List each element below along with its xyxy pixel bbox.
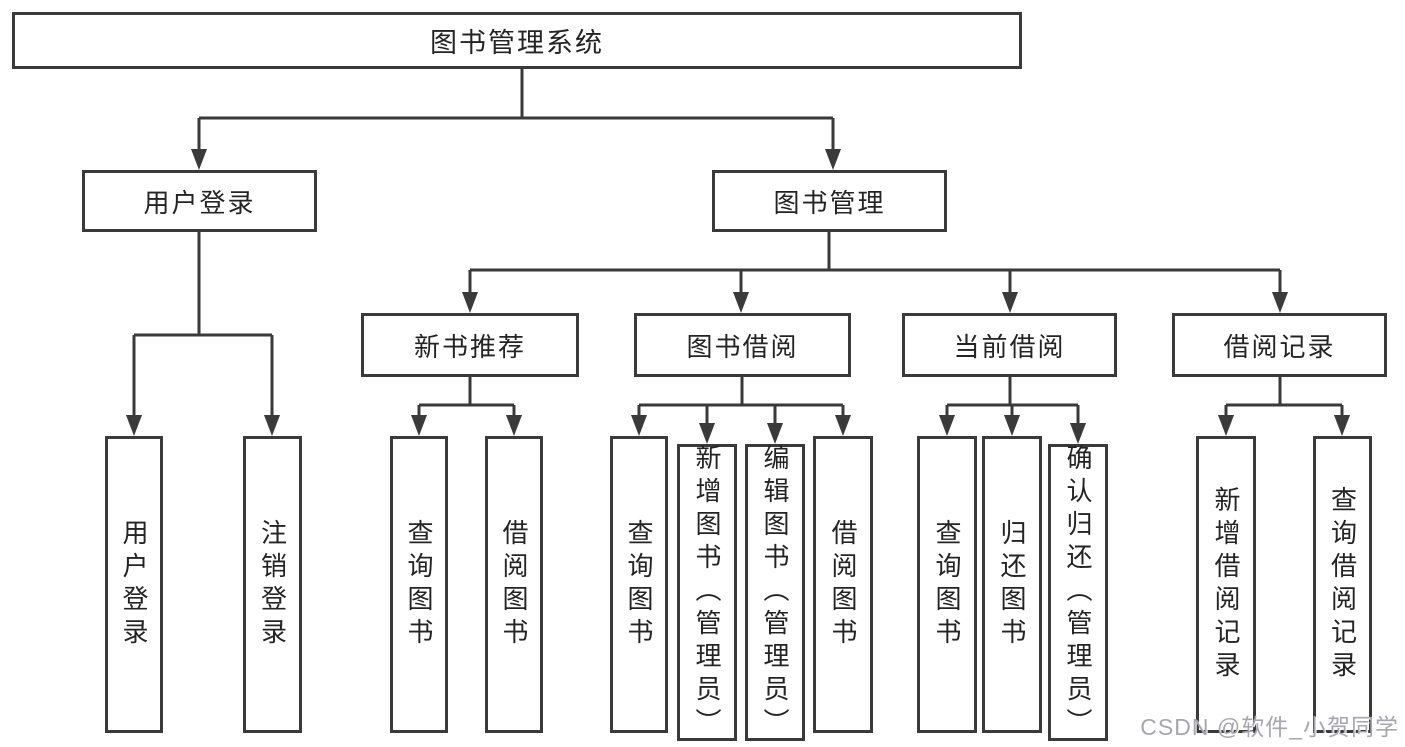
- leaf-label: 编辑图书（管理员）: [760, 444, 790, 741]
- leaf-query-books-recommend: 查询图书: [390, 436, 448, 733]
- arrowhead: [733, 292, 749, 313]
- arrowhead: [1070, 423, 1086, 444]
- edge-borrow-records-children: [1224, 377, 1344, 418]
- leaf-label: 新增借阅记录: [1211, 485, 1241, 684]
- arrowhead: [939, 415, 955, 436]
- edge-new-books-children: [417, 377, 516, 418]
- arrowhead: [835, 415, 851, 436]
- leaf-label: 新增图书（管理员）: [692, 444, 722, 741]
- arrowhead: [1002, 292, 1018, 313]
- arrowhead: [1218, 415, 1234, 436]
- edge-current-borrow-children: [945, 377, 1080, 426]
- csdn-watermark: CSDN @软件_小贺同学: [1140, 714, 1399, 740]
- leaf-label: 借阅图书: [828, 518, 858, 651]
- leaf-add-books-admin: 新增图书（管理员）: [677, 444, 737, 741]
- leaf-label: 查询图书: [404, 518, 434, 651]
- leaf-return-books: 归还图书: [982, 436, 1042, 733]
- node-user-login: 用户登录: [82, 170, 317, 232]
- leaf-query-books-borrowing: 查询图书: [610, 436, 668, 733]
- node-new-book-recommend: 新书推荐: [361, 313, 579, 377]
- arrowhead: [462, 292, 478, 313]
- edge-user-login-children: [132, 232, 274, 418]
- arrowhead: [126, 415, 142, 436]
- arrowhead: [411, 415, 427, 436]
- leaf-borrow-books-recommend: 借阅图书: [485, 436, 543, 733]
- arrowheads: [126, 149, 1350, 444]
- arrowhead: [191, 149, 207, 170]
- node-book-management: 图书管理: [712, 170, 947, 232]
- leaf-add-borrow-record: 新增借阅记录: [1196, 436, 1256, 733]
- edge-book-borrow-children: [637, 377, 845, 426]
- leaf-label: 归还图书: [997, 518, 1027, 651]
- edge-root-to-level2: [197, 68, 835, 152]
- arrowhead: [699, 423, 715, 444]
- arrowhead: [506, 415, 522, 436]
- leaf-label: 注销登录: [257, 518, 288, 651]
- arrowhead: [1334, 415, 1350, 436]
- leaf-query-borrow-record: 查询借阅记录: [1313, 436, 1372, 733]
- arrowhead: [767, 423, 783, 444]
- leaf-label: 用户登录: [119, 518, 149, 651]
- edge-book-mgmt-children: [468, 232, 1282, 295]
- node-current-borrowing: 当前借阅: [902, 313, 1117, 377]
- arrowhead: [631, 415, 647, 436]
- leaf-confirm-return-admin: 确认归还（管理员）: [1048, 444, 1108, 741]
- node-book-borrowing: 图书借阅: [634, 313, 851, 377]
- leaf-label: 查询图书: [624, 518, 654, 651]
- arrowhead: [825, 149, 841, 170]
- leaf-edit-books-admin: 编辑图书（管理员）: [745, 444, 805, 741]
- arrowhead: [1272, 292, 1288, 313]
- arrowhead: [1004, 415, 1020, 436]
- leaf-label: 借阅图书: [499, 518, 529, 651]
- leaf-user-login: 用户登录: [105, 436, 163, 733]
- leaf-label: 查询借阅记录: [1327, 485, 1358, 684]
- arrowhead: [264, 415, 280, 436]
- leaf-label: 查询图书: [932, 518, 962, 651]
- node-borrow-records: 借阅记录: [1172, 313, 1387, 377]
- leaf-borrow-books-borrowing: 借阅图书: [813, 436, 873, 733]
- leaf-logout: 注销登录: [243, 436, 302, 733]
- node-library-management-system: 图书管理系统: [12, 12, 1022, 69]
- leaf-label: 确认归还（管理员）: [1063, 444, 1093, 741]
- leaf-query-books-current: 查询图书: [917, 436, 977, 733]
